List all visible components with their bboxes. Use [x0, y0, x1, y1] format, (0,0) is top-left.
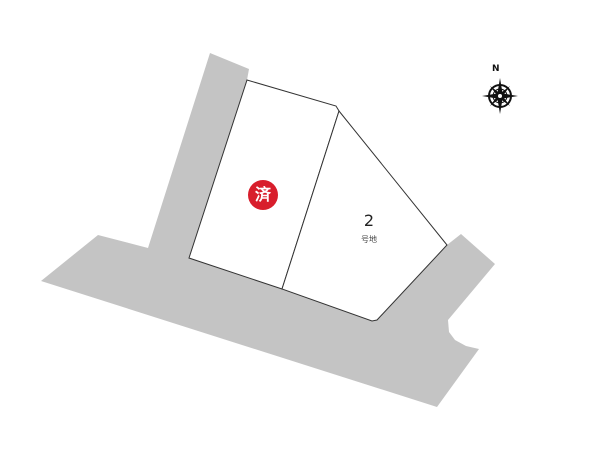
lot-2-suffix: 号地: [361, 235, 377, 244]
compass-north-label: N: [492, 64, 500, 74]
lot-2-number[interactable]: 2: [363, 211, 375, 230]
road: [41, 53, 495, 407]
compass-icon: [482, 78, 518, 114]
lot-2-boundary: [281, 109, 448, 322]
sold-badge: 済: [248, 180, 278, 210]
